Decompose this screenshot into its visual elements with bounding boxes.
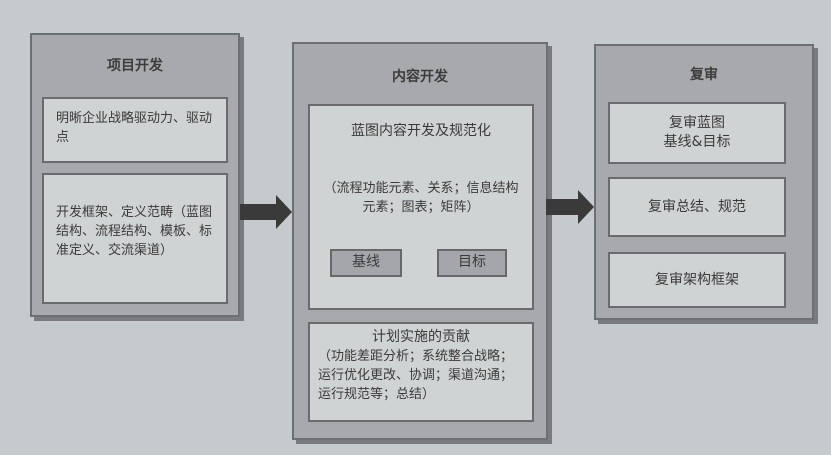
arrow-right-icon <box>546 190 594 224</box>
review-framework-box: 复审架构框架 <box>608 252 786 308</box>
review-summary-text: 复审总结、规范 <box>648 199 746 215</box>
contribution-title: 计划实施的贡献 <box>372 329 470 345</box>
blueprint-text: （流程功能元素、关系；信息结构元素；图表；矩阵） <box>323 181 519 215</box>
review-panel: 复审 复审蓝图 基线&目标 复审总结、规范 复审架构框架 <box>594 44 814 320</box>
content-development-title: 内容开发 <box>392 69 448 85</box>
contribution-text: （功能差距分析；系统整合战略；运行优化更改、协调；渠道沟通；运行规范等；总结） <box>318 349 514 402</box>
contribution-box: 计划实施的贡献 （功能差距分析；系统整合战略；运行优化更改、协调；渠道沟通；运行… <box>308 322 534 422</box>
project-development-panel: 项目开发 明晰企业战略驱动力、驱动点 开发框架、定义范畴（蓝图结构、流程结构、模… <box>30 33 240 317</box>
review-summary-box: 复审总结、规范 <box>608 177 786 237</box>
blueprint-title: 蓝图内容开发及规范化 <box>351 123 491 139</box>
content-development-panel: 内容开发 蓝图内容开发及规范化 （流程功能元素、关系；信息结构元素；图表；矩阵）… <box>292 42 548 440</box>
review-blueprint-box: 复审蓝图 基线&目标 <box>608 102 786 164</box>
framework-box: 开发框架、定义范畴（蓝图结构、流程结构、模板、标准定义、交流渠道） <box>42 173 228 304</box>
target-box: 目标 <box>437 249 507 277</box>
strategy-driver-box: 明晰企业战略驱动力、驱动点 <box>42 97 228 163</box>
review-framework-text: 复审架构框架 <box>655 272 739 288</box>
baseline-box: 基线 <box>330 249 402 277</box>
arrow-right-icon <box>240 195 292 229</box>
blueprint-box: 蓝图内容开发及规范化 （流程功能元素、关系；信息结构元素；图表；矩阵） 基线 目… <box>308 104 534 310</box>
project-development-title: 项目开发 <box>107 58 163 74</box>
review-blueprint-line2: 基线&目标 <box>663 134 731 150</box>
review-title: 复审 <box>690 67 718 83</box>
framework-text: 开发框架、定义范畴（蓝图结构、流程结构、模板、标准定义、交流渠道） <box>56 205 213 258</box>
review-blueprint-line1: 复审蓝图 <box>669 115 725 131</box>
strategy-driver-text: 明晰企业战略驱动力、驱动点 <box>56 111 213 145</box>
